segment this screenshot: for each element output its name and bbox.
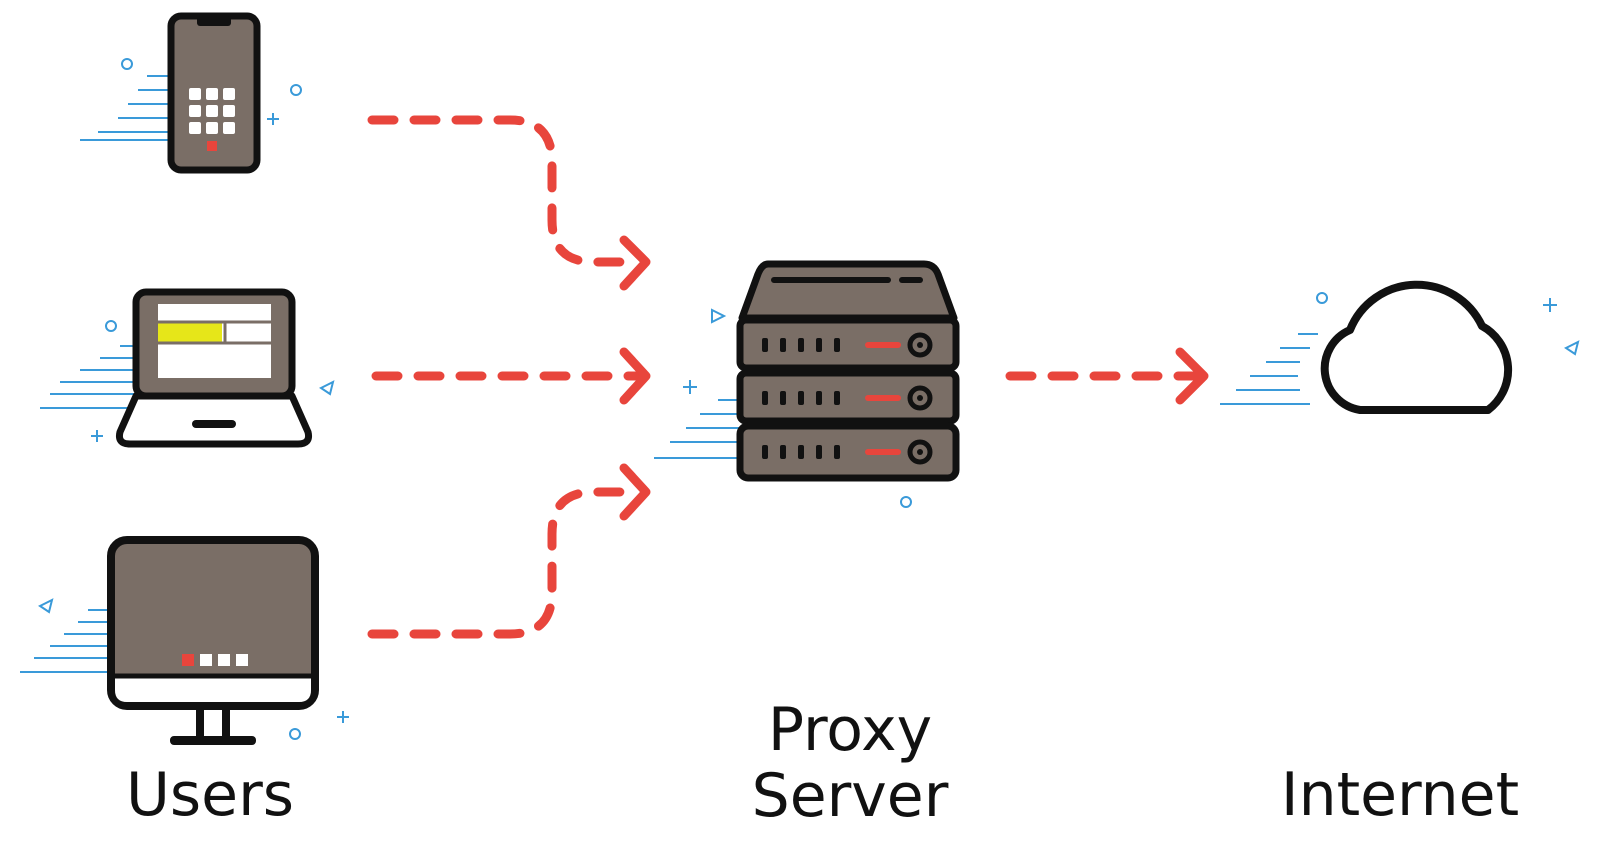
users-label-text: Users (125, 760, 295, 830)
edge-desktop-to-proxy (367, 463, 651, 639)
server-unit (736, 369, 960, 425)
edge-laptop-to-proxy (371, 347, 651, 405)
users-label: Users (60, 762, 360, 828)
proxy-label-line2: Server (751, 761, 949, 831)
server-unit (736, 422, 960, 482)
proxy-server-label: Proxy Server (680, 697, 1020, 829)
edge-smartphone-to-proxy (367, 115, 651, 291)
internet-label-text: Internet (1280, 760, 1520, 830)
motion-lines (80, 75, 170, 141)
internet-label: Internet (1230, 762, 1570, 828)
smartphone-icon (80, 12, 302, 174)
motion-lines (20, 609, 110, 673)
motion-lines (654, 399, 742, 459)
motion-lines (1220, 333, 1318, 405)
server-stack-icon (654, 260, 960, 508)
proxy-label-line1: Proxy (767, 695, 933, 765)
edge-proxy-to-internet (1005, 347, 1209, 405)
desktop-monitor-icon (20, 536, 349, 745)
server-unit (736, 316, 960, 372)
motion-lines (40, 345, 140, 409)
cloud-icon (1220, 280, 1580, 414)
laptop-icon (40, 288, 335, 448)
